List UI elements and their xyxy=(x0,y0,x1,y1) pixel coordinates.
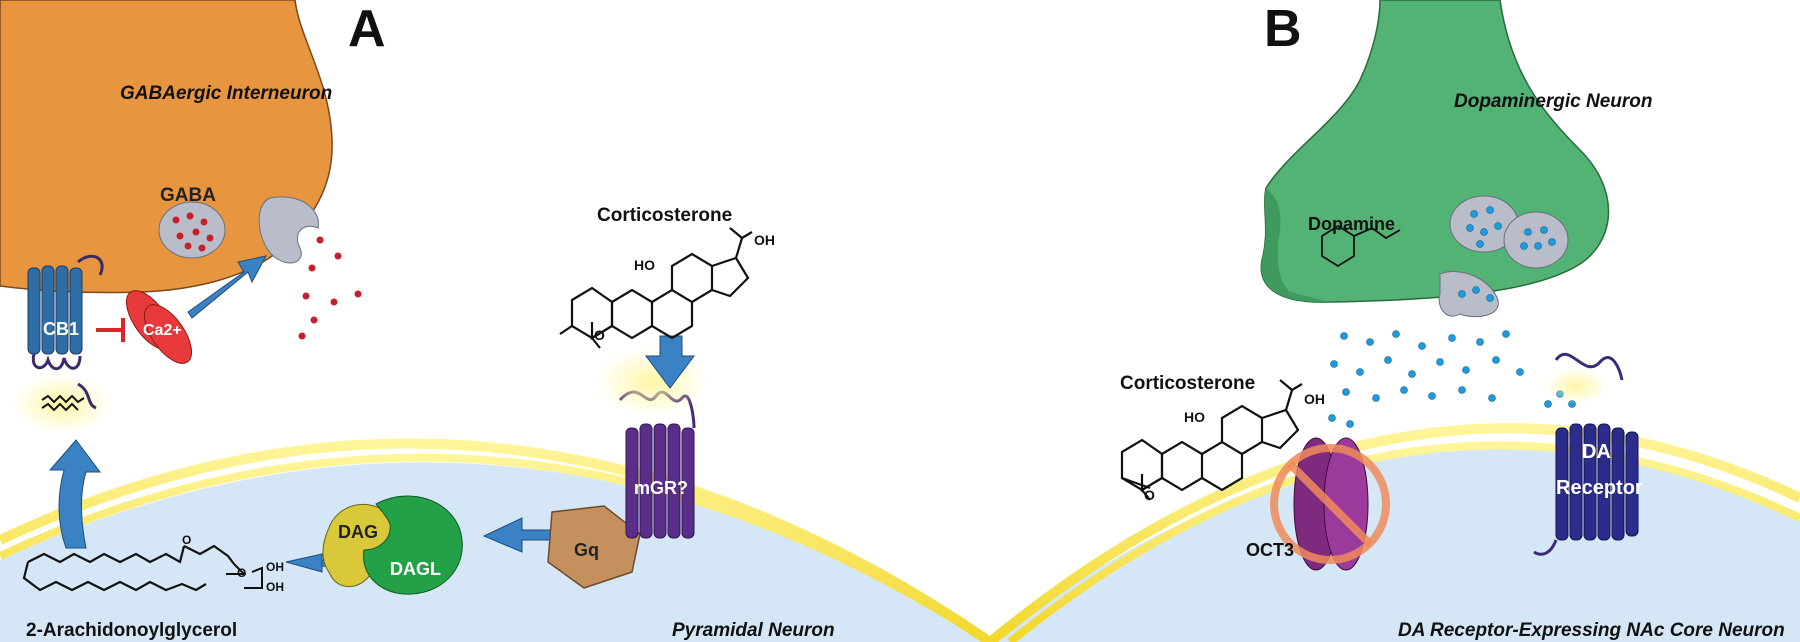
mgr-label: mGR? xyxy=(634,478,688,498)
corticosterone-keto-a xyxy=(559,325,573,335)
2ag-o-1: O xyxy=(182,533,191,547)
mol-ho-a: HO xyxy=(634,257,655,273)
nac-membrane-outer xyxy=(986,423,1800,642)
panel-a: A GABAergic Interneuron GABA CB1 Ca2+ Co… xyxy=(0,0,993,642)
da-receptor-glow xyxy=(1544,368,1608,404)
mol-ho-b: HO xyxy=(1184,409,1205,425)
corticosterone-keto-b xyxy=(1121,476,1151,490)
2ag-structure xyxy=(22,544,235,592)
dopamine-release-vesicle xyxy=(1438,271,1499,318)
da-receptor xyxy=(1533,352,1639,556)
oct3-label: OCT3 xyxy=(1246,540,1294,560)
pyramidal-neuron-label: Pyramidal Neuron xyxy=(672,620,835,641)
gaba-vesicle-dots xyxy=(172,212,214,252)
mol-o-b: O xyxy=(1144,487,1155,503)
gaba-release-vesicle xyxy=(258,196,319,264)
cb1-receptor xyxy=(27,254,104,371)
2ag-up-arrow xyxy=(48,439,101,549)
2ag-label: 2-Arachidonoylglycerol xyxy=(26,620,237,641)
dagl-enzyme xyxy=(363,495,463,595)
oct3-transporter xyxy=(1293,437,1369,571)
pyramidal-membrane-inner xyxy=(0,453,993,642)
gaba-vesicle xyxy=(158,201,226,259)
released-gaba-dots xyxy=(298,236,362,340)
mol-oh-a: OH xyxy=(754,232,775,248)
cb1-label: CB1 xyxy=(43,319,79,339)
release-arrow xyxy=(187,255,267,319)
panel-a-letter: A xyxy=(348,0,386,58)
dopamine-vesicle-2 xyxy=(1503,211,1569,269)
panel-b-letter: B xyxy=(1264,0,1302,58)
2ag-ester xyxy=(226,563,263,589)
2ag-o-2: O xyxy=(237,566,246,580)
cb1-binding-glow xyxy=(12,374,112,434)
nac-neuron-label: DA Receptor-Expressing NAc Core Neuron xyxy=(1398,620,1785,641)
corticosterone-structure-a xyxy=(590,227,753,349)
corticosterone-label-a: Corticosterone xyxy=(597,205,732,226)
dopaminergic-neuron-shade xyxy=(1261,188,1330,303)
da-receptor-label-1: DA xyxy=(1582,441,1611,463)
nac-membrane-inner xyxy=(1007,441,1800,642)
dopaminergic-neuron-label: Dopaminergic Neuron xyxy=(1454,91,1652,112)
cb1-tail xyxy=(77,382,97,410)
dopamine-vesicle-dots xyxy=(1458,206,1556,302)
dopamine-label: Dopamine xyxy=(1308,214,1395,234)
mgr-receptor xyxy=(618,390,696,539)
pyramidal-membrane-outer xyxy=(0,438,993,642)
dopamine-structure xyxy=(1321,224,1401,268)
pyramidal-neuron-body xyxy=(0,462,990,642)
cort-down-arrow xyxy=(645,335,695,389)
mol-o-a: O xyxy=(594,327,605,343)
ca-channel xyxy=(126,290,192,364)
dagl-label: DAGL xyxy=(390,559,441,579)
oct3-block-icon xyxy=(1270,444,1390,564)
panel-b: B Dopaminergic Neuron Dopamine Corticost… xyxy=(986,0,1800,642)
dag-label: DAG xyxy=(338,522,378,542)
da-receptor-label-2: Receptor xyxy=(1556,477,1643,499)
ca-label: Ca2+ xyxy=(143,322,182,339)
2ag-oh-1: OH xyxy=(266,560,284,574)
gaba-vesicle-label: GABA xyxy=(160,185,216,206)
gq-label: Gq xyxy=(574,540,599,560)
2ag-oh-2: OH xyxy=(266,580,284,594)
mol-oh-b: OH xyxy=(1304,391,1325,407)
gaba-interneuron-label: GABAergic Interneuron xyxy=(120,83,332,104)
released-dopamine-dots xyxy=(1328,330,1576,428)
corticosterone-label-b: Corticosterone xyxy=(1120,373,1255,394)
gq-protein xyxy=(547,505,641,589)
2ag-bound-icon xyxy=(41,394,85,412)
nac-neuron-body xyxy=(990,448,1800,642)
